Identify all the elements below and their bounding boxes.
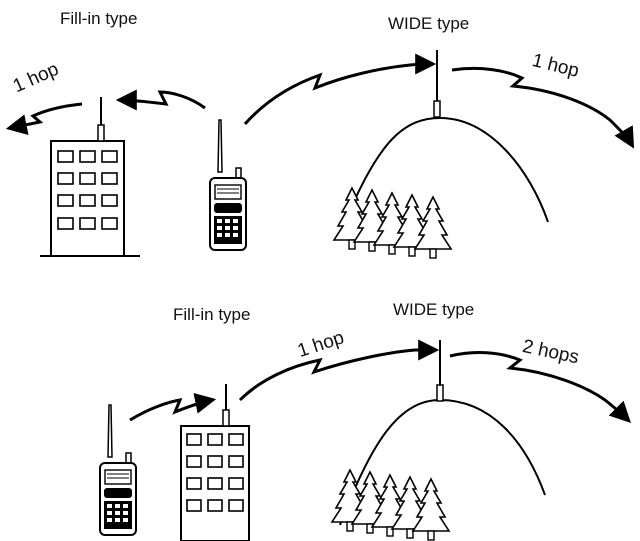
repeater-antenna-icon bbox=[97, 97, 105, 142]
mountain-icon bbox=[347, 116, 549, 223]
handheld-radio-icon bbox=[209, 119, 247, 251]
radio-signal-arrow-icon bbox=[5, 53, 635, 149]
trees-icon bbox=[333, 187, 452, 259]
fill-in-type-label: Fill-in type bbox=[60, 9, 138, 28]
repeater-antenna-icon bbox=[433, 50, 441, 118]
trees-icon bbox=[331, 469, 450, 541]
building-icon bbox=[40, 140, 140, 257]
radio-signal-arrow-icon bbox=[129, 339, 631, 423]
handheld-radio-icon bbox=[99, 404, 137, 536]
building-icon bbox=[180, 425, 250, 541]
repeater-antenna-icon bbox=[222, 384, 230, 427]
repeater-antenna-icon bbox=[436, 340, 444, 402]
wide-type-label: WIDE type bbox=[388, 14, 470, 33]
fill-in-type-label: Fill-in type bbox=[173, 305, 251, 324]
wide-type-label: WIDE type bbox=[393, 300, 475, 319]
